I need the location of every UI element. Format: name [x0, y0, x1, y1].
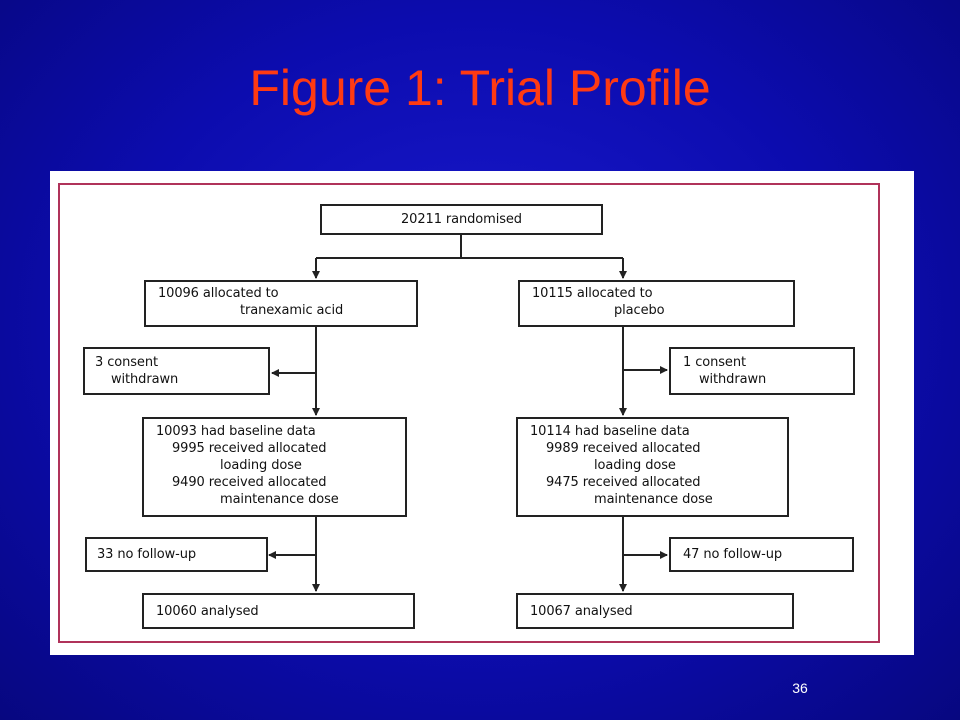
randomised-text: 20211 randomised [401, 212, 522, 227]
left-allocation-box: 10096 allocated to tranexamic acid [144, 280, 418, 327]
right-baseline-box: 10114 had baseline data 9989 received al… [516, 417, 789, 517]
left-no-follow-up-text: 33 no follow-up [97, 547, 197, 562]
right-allocation-box: 10115 allocated to placebo [518, 280, 795, 327]
left-allocation-line-1: 10096 allocated to [158, 286, 279, 301]
right-baseline-line-4: 9475 received allocated [546, 475, 701, 490]
left-baseline-line-5: maintenance dose [220, 492, 339, 507]
right-allocation-line-2: placebo [614, 303, 665, 318]
right-withdrawn-line-2: withdrawn [699, 372, 767, 387]
flow-connectors [268, 233, 668, 592]
left-baseline-box: 10093 had baseline data 9995 received al… [142, 417, 407, 517]
randomised-box: 20211 randomised [320, 204, 603, 235]
right-baseline-line-2: 9989 received allocated [546, 441, 701, 456]
left-no-follow-up-box: 33 no follow-up [85, 537, 268, 572]
right-withdrawn-box: 1 consent withdrawn [669, 347, 855, 395]
slide-title: Figure 1: Trial Profile [249, 60, 711, 116]
right-baseline-line-3: loading dose [594, 458, 676, 473]
right-withdrawn-line-1: 1 consent [683, 355, 746, 370]
trial-profile-figure: 20211 randomised 10096 allocated to tran… [50, 171, 914, 655]
left-baseline-line-3: loading dose [220, 458, 302, 473]
left-withdrawn-line-2: withdrawn [111, 372, 179, 387]
right-baseline-line-1: 10114 had baseline data [530, 424, 690, 439]
left-analysed-box: 10060 analysed [142, 593, 415, 629]
left-baseline-line-4: 9490 received allocated [172, 475, 327, 490]
right-allocation-line-1: 10115 allocated to [532, 286, 653, 301]
left-withdrawn-box: 3 consent withdrawn [83, 347, 270, 395]
left-baseline-line-2: 9995 received allocated [172, 441, 327, 456]
right-analysed-text: 10067 analysed [530, 604, 633, 619]
right-no-follow-up-text: 47 no follow-up [683, 547, 783, 562]
left-analysed-text: 10060 analysed [156, 604, 259, 619]
page-number: 36 [792, 680, 808, 696]
figure-border [58, 183, 880, 643]
right-analysed-box: 10067 analysed [516, 593, 794, 629]
left-baseline-line-1: 10093 had baseline data [156, 424, 316, 439]
left-withdrawn-line-1: 3 consent [95, 355, 158, 370]
right-baseline-line-5: maintenance dose [594, 492, 713, 507]
left-allocation-line-2: tranexamic acid [240, 303, 344, 318]
right-no-follow-up-box: 47 no follow-up [669, 537, 854, 572]
